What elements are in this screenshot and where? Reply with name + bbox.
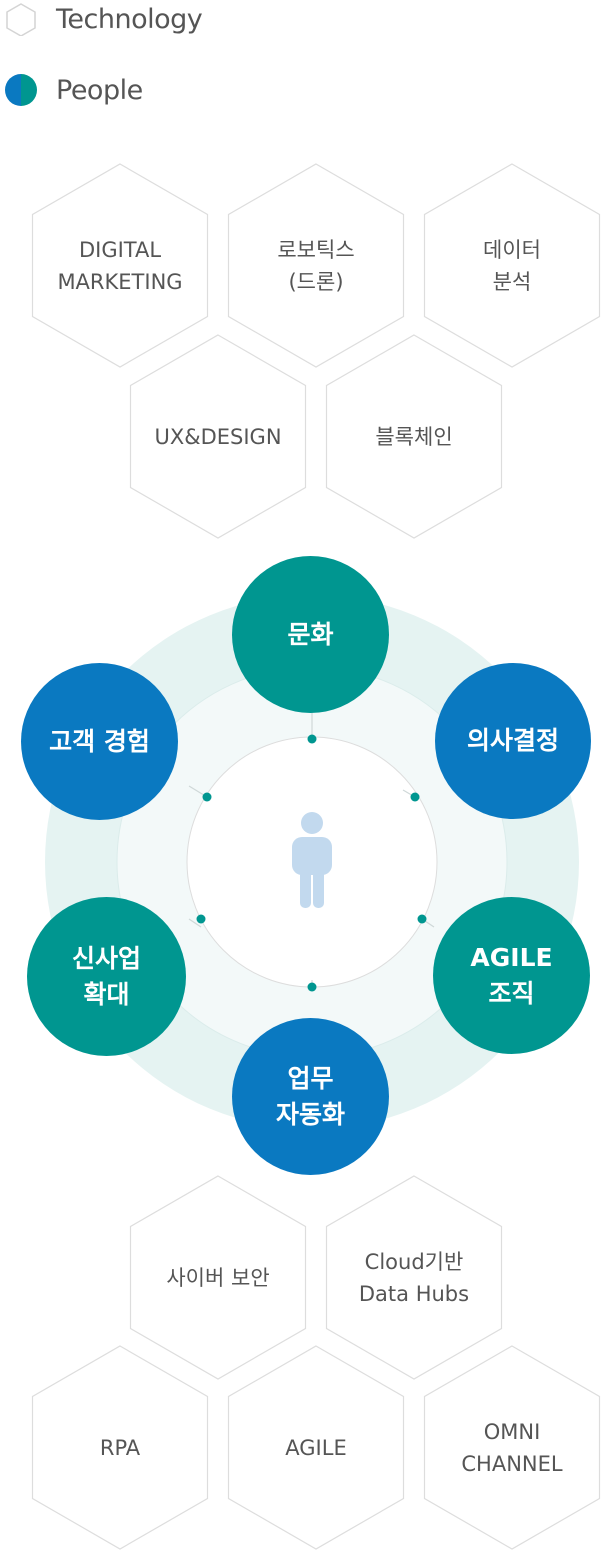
- hexagon-outline-icon: [4, 2, 38, 37]
- tech-hex-label: (드론): [288, 269, 344, 294]
- people-node-new-business: 신사업 확대: [27, 897, 186, 1056]
- people-node-label: 자동화: [275, 1099, 345, 1129]
- tech-hex-label: UX&DESIGN: [154, 424, 282, 449]
- tech-hex-label: 데이터: [483, 237, 541, 262]
- tech-hex-label: CHANNEL: [461, 1451, 563, 1476]
- person-icon: [292, 812, 332, 908]
- tech-hex-label: DIGITAL: [78, 237, 162, 262]
- people-node-label: 신사업: [71, 943, 141, 973]
- people-node-label: 고객 경험: [49, 726, 150, 756]
- people-node-work-automation: 업무 자동화: [232, 1018, 389, 1175]
- tech-hex: AGILE: [227, 1345, 405, 1550]
- tech-hex: 데이터 분석: [423, 163, 601, 368]
- tech-hex-label: 블록체인: [375, 424, 453, 449]
- tech-hex-label: Data Hubs: [358, 1281, 470, 1306]
- tech-hex-label: Cloud기반: [364, 1249, 464, 1274]
- connector-dots: [196, 734, 427, 992]
- tech-hex: 사이버 보안: [129, 1175, 307, 1380]
- tech-hex: 로보틱스 (드론): [227, 163, 405, 368]
- people-node-label: 문화: [287, 619, 334, 649]
- people-node-label: 의사결정: [466, 726, 559, 755]
- people-node-label: 확대: [83, 979, 130, 1009]
- tech-hex-label: 로보틱스: [277, 237, 355, 262]
- people-node-decision-making: 의사결정: [435, 663, 591, 819]
- two-tone-circle-icon: [4, 73, 38, 107]
- tech-hex-label: MARKETING: [57, 269, 183, 294]
- legend-item-technology: Technology: [4, 2, 203, 37]
- tech-hex-label: OMNI: [483, 1419, 541, 1444]
- tech-hex: DIGITAL MARKETING: [31, 163, 209, 368]
- legend-label: People: [56, 74, 143, 106]
- people-node-agile-organization: AGILE 조직: [433, 897, 590, 1054]
- tech-hex-label: AGILE: [285, 1435, 347, 1460]
- legend-item-people: People: [4, 73, 143, 107]
- people-node-label: AGILE: [470, 942, 553, 972]
- people-node-label: 업무: [287, 1063, 334, 1093]
- tech-hex: Cloud기반 Data Hubs: [325, 1175, 503, 1380]
- tech-hex: RPA: [31, 1345, 209, 1550]
- people-node-label: 조직: [488, 978, 535, 1008]
- tech-hex: UX&DESIGN: [129, 334, 307, 539]
- tech-hex-label: 분석: [492, 269, 532, 294]
- tech-hex: 블록체인: [325, 334, 503, 539]
- people-diagram: 문화 의사결정 AGILE 조직 업무 자동화 신사업 확대 고객 경험: [0, 540, 601, 1180]
- tech-hex-label: RPA: [99, 1435, 141, 1460]
- people-node-customer-experience: 고객 경험: [21, 663, 178, 820]
- people-node-culture: 문화: [232, 556, 389, 713]
- tech-hex-label: 사이버 보안: [166, 1265, 270, 1290]
- tech-hex: OMNI CHANNEL: [423, 1345, 601, 1550]
- legend-label: Technology: [56, 3, 203, 35]
